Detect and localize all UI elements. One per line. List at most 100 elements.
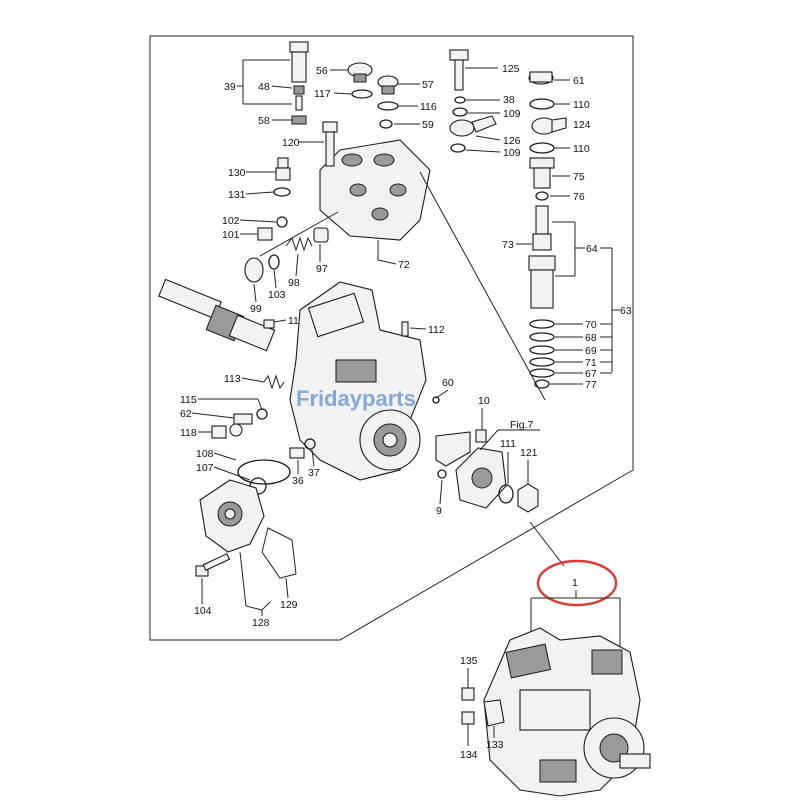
banjo-bolt-125 [449,49,469,91]
washer-38 [454,96,466,104]
callout-97: 97 [316,263,328,275]
delivery-valve-holder-part [289,41,309,125]
leader-head-to-barrel [419,171,546,401]
callout-126: 126 [503,135,521,147]
callout-1: 1 [572,577,578,589]
callout-48: 48 [258,81,270,93]
callout-116: 116 [420,101,437,113]
pump-assembly [483,627,651,797]
exploded-view-frame [149,35,634,641]
gasket-129 [261,527,297,579]
washer-37 [304,438,316,450]
callout-121: 121 [520,447,538,459]
callout-73: 73 [502,239,514,251]
callout-112: 112 [428,324,445,336]
gasket-109-lower [450,143,466,153]
callout-99: 99 [250,303,262,315]
fitting-130 [275,157,291,181]
callout-109-upper: 109 [503,108,521,120]
callout-9: 9 [436,505,442,517]
ring-70 [529,319,555,329]
callout-38: 38 [503,94,515,106]
callout-62: 62 [180,408,192,420]
svg-text:128: 128 [252,617,270,629]
callout-57: 57 [422,79,434,91]
svg-text:69: 69 [585,345,597,357]
svg-text:64: 64 [586,243,598,255]
fitting-124 [531,117,567,135]
callout-110-lower: 110 [573,143,590,155]
bolt-104 [195,553,231,577]
svg-text:77: 77 [585,379,597,391]
svg-text:68: 68 [585,332,597,344]
plug-99 [244,257,264,283]
callout-59: 59 [422,119,434,131]
svg-text:67: 67 [585,368,597,380]
ring-69 [529,345,555,355]
callout-135: 135 [460,655,478,667]
callout-60: 60 [442,377,454,389]
drive-shaft [158,278,276,352]
callout-118: 118 [180,427,197,439]
callout-36: 36 [292,475,304,487]
o-ring-103 [268,254,280,270]
callout-56: 56 [316,65,328,77]
bolt-120 [322,121,338,167]
bracket-133 [483,699,505,727]
ring-67 [529,368,555,378]
leader-plug-to-head [259,211,339,257]
ring-68 [529,332,555,342]
callout-113: 113 [224,373,241,385]
plug-screw-56 [347,62,373,83]
piston-97 [313,227,329,243]
callout-108: 108 [196,448,214,460]
o-ring-110-upper [529,98,555,110]
o-ring-115 [256,408,268,420]
bolt-134 [461,711,475,725]
banjo-fitting-126 [449,115,497,137]
callout-107: 107 [196,462,214,474]
screw-62 [229,413,253,437]
pump-head-72 [319,139,431,241]
callout-63: 63 [600,247,632,372]
svg-text:70: 70 [585,319,597,331]
callout-58: 58 [258,115,270,127]
gasket-109-upper [452,107,468,117]
washer-102 [276,216,288,228]
ring-callouts: 70 68 69 71 67 77 [550,319,612,391]
callout-117: 117 [314,88,331,100]
flyweight-holder [455,447,507,509]
key-11 [263,319,275,329]
nut-121 [517,483,539,513]
ring-71 [529,357,555,367]
callout-128: 128 [239,551,271,629]
valve-holder-75 [529,157,555,189]
bolt-118 [211,425,227,439]
callout-134: 134 [460,749,478,761]
callout-110-upper: 110 [573,99,590,111]
callout-111: 111 [500,438,516,450]
o-ring-108 [237,459,291,485]
callout-37: 37 [308,467,320,479]
bolt-10 [475,429,487,443]
pump-housing [289,281,427,481]
callout-133: 133 [486,739,504,751]
leader-to-assembly [529,521,565,567]
callout-10: 10 [478,395,490,407]
callout-129: 129 [280,599,298,611]
figure-ref-fig7: Fig.7 [510,419,534,431]
o-ring-116 [377,101,399,111]
feed-pump-128 [199,479,265,553]
svg-text:71: 71 [585,357,597,369]
bolt-135 [461,687,475,701]
plug-101 [257,227,273,241]
callout-104: 104 [194,605,212,617]
callout-61: 61 [573,75,585,87]
callout-75: 75 [573,171,585,183]
callout-98: 98 [288,277,300,289]
watermark-logo: Fridayparts [296,386,416,411]
spring-98 [285,236,313,252]
o-ring-110-lower [529,142,555,154]
callout-102: 102 [222,215,240,227]
